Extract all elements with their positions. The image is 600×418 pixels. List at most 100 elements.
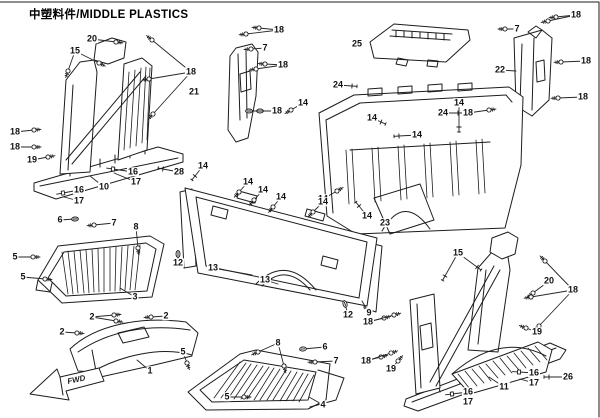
leader-line (257, 342, 279, 353)
line-art (184, 187, 378, 307)
line-art (59, 376, 64, 396)
leader-line (152, 71, 192, 115)
leader-line (91, 314, 115, 318)
screw-icon (141, 76, 152, 82)
part-23-cargo-box (318, 82, 524, 235)
part-11-right-stanchion (403, 231, 567, 412)
screw-icon (184, 360, 191, 371)
leader-line (264, 63, 284, 66)
leader-line (314, 360, 337, 363)
pin-icon (440, 274, 448, 282)
fwd-arrow: FWD (29, 367, 105, 401)
part-10-left-stanchion (33, 37, 184, 200)
leader-line (557, 96, 584, 99)
leader-line (499, 69, 517, 72)
page-title: 中塑料件/MIDDLE PLASTICS (29, 9, 189, 21)
pin-icon (393, 133, 400, 139)
bolt-icon (512, 369, 522, 375)
screw-icon (30, 254, 41, 260)
screw-icon (486, 107, 497, 113)
leader-line (365, 352, 392, 362)
clip-icon (342, 300, 348, 308)
line-art (39, 157, 179, 187)
line-art (535, 59, 546, 83)
part-25-tray (369, 23, 471, 68)
leader-line (162, 168, 180, 173)
line-art (325, 94, 507, 121)
screw-icon (523, 294, 534, 300)
line-art (37, 235, 165, 304)
line-art (457, 345, 548, 390)
screw-icon (540, 18, 551, 24)
leader-line (544, 260, 574, 291)
screw-icon (395, 355, 404, 364)
pin-icon (351, 83, 358, 89)
leader-line (530, 289, 574, 298)
line-art (345, 138, 486, 205)
screw-icon (268, 204, 276, 213)
screw-icon (111, 312, 122, 318)
screw-icon (96, 60, 106, 67)
pin-icon (379, 119, 387, 126)
leader-line (194, 165, 204, 177)
leader-line (67, 50, 76, 72)
line-art (210, 205, 339, 270)
screw-icon (257, 61, 268, 67)
screw-icon (45, 154, 56, 160)
fwd-label: FWD (67, 373, 87, 386)
leader-line (14, 129, 35, 133)
leader-line (457, 252, 478, 268)
leader-line (63, 196, 80, 202)
screw-icon (248, 66, 259, 72)
line-art (395, 30, 445, 41)
screw-icon (31, 127, 42, 133)
screw-icon (539, 255, 548, 264)
leader-line (93, 222, 115, 226)
screw-icon (143, 314, 154, 320)
line-art (527, 25, 543, 39)
part-1-cover (69, 319, 199, 379)
line-art (77, 327, 191, 353)
screw-icon (135, 245, 141, 256)
leader-line (367, 314, 395, 323)
line-art (91, 326, 150, 372)
clip-icon (245, 108, 253, 114)
clip-icon (71, 216, 79, 222)
line-art (349, 141, 491, 151)
line-art (369, 23, 471, 63)
line-art (429, 265, 501, 387)
leader-line (91, 316, 117, 322)
line-art (318, 86, 524, 235)
screw-icon (391, 311, 402, 318)
bolt-icon (445, 391, 455, 397)
clip-icon (175, 250, 181, 258)
line-art (239, 70, 252, 93)
screw-icon (248, 197, 257, 206)
leader-line (560, 60, 587, 63)
line-art (123, 66, 151, 151)
screw-icon (86, 222, 97, 228)
leader-line (519, 378, 535, 384)
line-art (195, 196, 368, 299)
screw-icon (147, 111, 156, 120)
leader-line (255, 64, 284, 70)
leader-line (151, 39, 192, 73)
leader-line (136, 359, 151, 372)
screw-icon (64, 68, 71, 79)
line-art (416, 303, 434, 389)
screw-icon (550, 95, 561, 101)
line-art (47, 242, 157, 297)
line-art (519, 37, 535, 111)
screw-icon (251, 349, 261, 356)
line-art (199, 359, 317, 403)
pin-icon (543, 374, 550, 380)
leader-line (547, 14, 577, 22)
screw-icon (31, 144, 42, 150)
fwd-arrow-icon (29, 367, 105, 401)
pin-icon (157, 166, 164, 172)
leader-line (444, 252, 459, 277)
